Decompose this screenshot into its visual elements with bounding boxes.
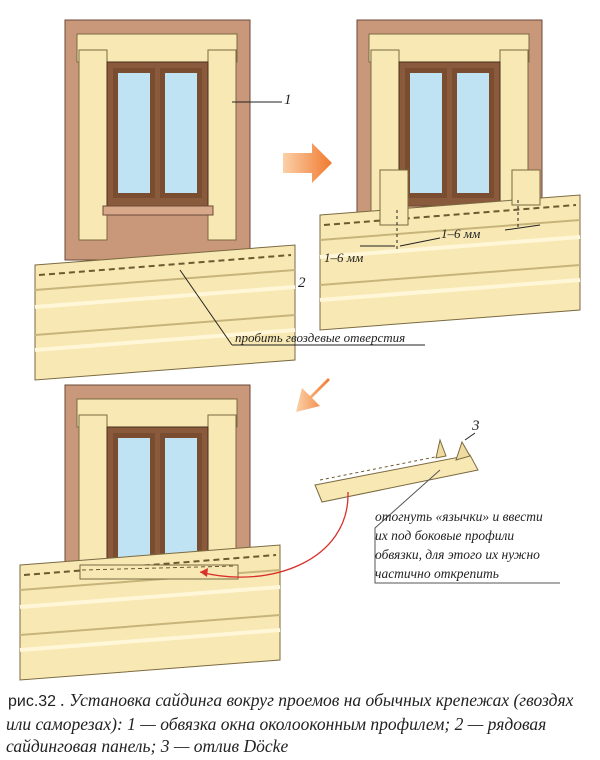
callout-leader	[374, 469, 560, 584]
callout-line: обвязки, для этого их нужно	[375, 547, 540, 562]
gap-left-label: 1–6 мм	[324, 250, 364, 265]
drip-instruction-callout: отогнуть «язычки» и ввести их под боковы…	[375, 507, 543, 583]
step-2-panel-fitted	[318, 19, 582, 332]
nail-holes-label: пробить гвоздевые отверстия	[235, 330, 406, 345]
figure-number: рис.32	[8, 693, 57, 710]
arrow-down-left-icon	[296, 378, 330, 412]
figure-caption: рис.32 . Установка сайдинга вокруг проем…	[6, 689, 598, 757]
guide-arrowhead-icon	[200, 568, 208, 577]
panel-number-label: 2	[298, 275, 306, 291]
placement-guide-curve	[199, 491, 349, 578]
trim-number-label: 1	[284, 92, 292, 108]
siding-panel-2	[33, 243, 425, 382]
callout-line: их под боковые профили	[375, 528, 515, 543]
callout-line: частично открепить	[375, 566, 499, 581]
arrow-right-icon	[283, 143, 332, 183]
drip-flashing-3	[314, 432, 479, 503]
callout-line: отогнуть «язычки» и ввести	[375, 509, 543, 524]
step-3-drip-installed	[18, 384, 282, 682]
step-1-window-with-trim	[64, 19, 282, 261]
drip-number-label: 3	[472, 418, 480, 434]
caption-text: . Установка сайдинга вокруг проемов на о…	[6, 690, 574, 756]
gap-right-label: 1–6 мм	[441, 226, 481, 241]
